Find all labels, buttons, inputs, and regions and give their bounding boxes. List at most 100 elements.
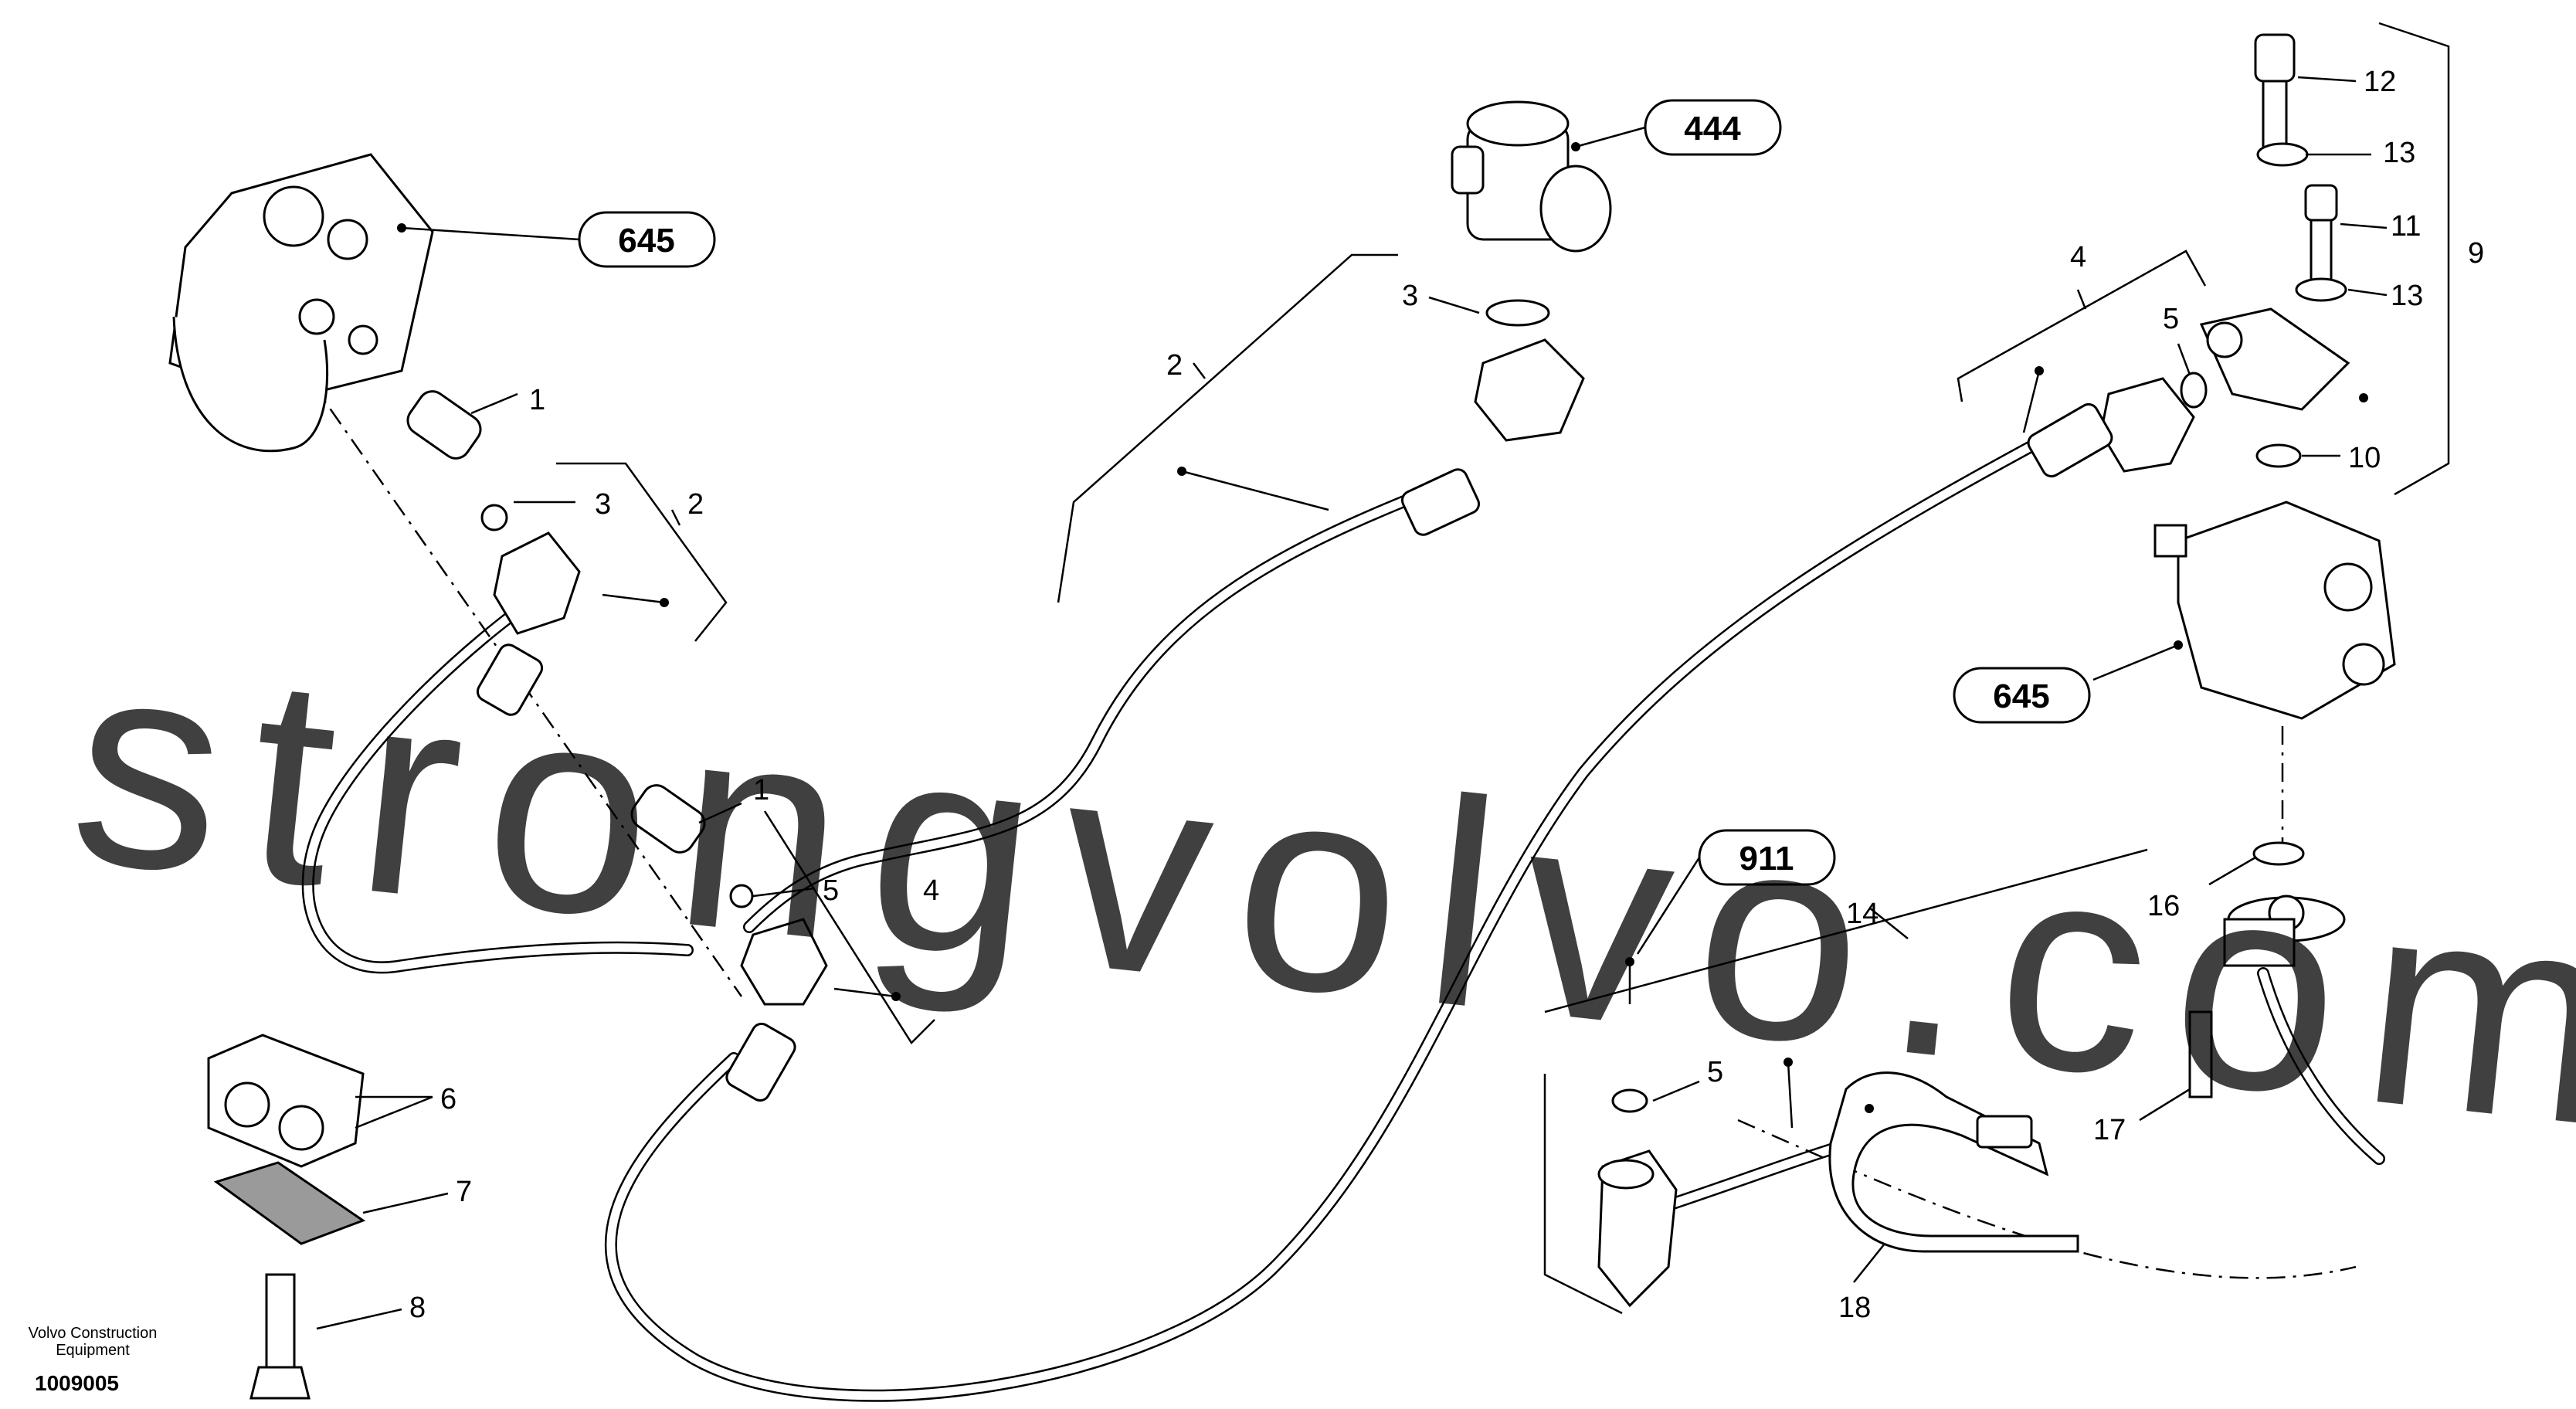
leader-17 xyxy=(2139,1088,2191,1122)
callout-2-left: 2 xyxy=(687,488,704,521)
footer-company-line2: Equipment xyxy=(56,1342,130,1359)
hose-center xyxy=(743,488,1427,933)
o-ring-top xyxy=(1485,299,1550,327)
brace-left-2 xyxy=(556,462,728,642)
callout-5-left: 5 xyxy=(823,874,839,907)
dot-hose xyxy=(1784,1058,1793,1067)
callout-17: 17 xyxy=(2093,1114,2126,1146)
leader-8 xyxy=(316,1308,402,1330)
leader-3b xyxy=(1428,296,1480,314)
bolt-11 xyxy=(2304,184,2338,283)
brace-bottom-14 xyxy=(1544,848,2148,1013)
brace-right-9 xyxy=(2378,22,2450,496)
washer-13-upper xyxy=(2256,142,2309,167)
centerline-bottom xyxy=(1737,1119,2357,1279)
bolt-12 xyxy=(2254,33,2296,160)
footer-company-line1: Volvo Construction xyxy=(29,1325,158,1342)
leader-ref-444 xyxy=(1575,126,1646,148)
o-ring-5-right xyxy=(2180,372,2208,409)
footer-drawing-number: 1009005 xyxy=(35,1371,119,1395)
leader-1a xyxy=(470,392,518,415)
leader-16 xyxy=(2208,856,2256,886)
callout-1-lower: 1 xyxy=(753,774,769,806)
dot-ref-645b xyxy=(2174,640,2183,650)
dot-14 xyxy=(1625,957,1634,966)
callout-3-top: 3 xyxy=(1402,280,1418,312)
clamp-bolt xyxy=(249,1273,311,1400)
hose-end-nut-right xyxy=(2099,377,2195,473)
hose-left xyxy=(301,589,694,974)
hose-pump-right xyxy=(2257,967,2385,1165)
leader-12 xyxy=(2297,76,2357,83)
dot-center xyxy=(1177,467,1186,476)
o-ring-lower xyxy=(729,884,754,908)
circlip-10 xyxy=(2255,443,2302,468)
leader-center-4 xyxy=(833,987,897,998)
hydraulic-pump xyxy=(2153,501,2396,720)
leader-7 xyxy=(362,1192,449,1214)
hose-sleeve-top xyxy=(1400,468,1481,536)
hose-end-nut-top xyxy=(1474,338,1585,442)
hose-end-nut-left xyxy=(493,531,581,635)
leader-center-dot xyxy=(1181,470,1329,511)
callout-5-right: 5 xyxy=(2163,303,2179,335)
callout-11: 11 xyxy=(2391,210,2421,243)
fitting-lower xyxy=(630,784,706,854)
leader-ref-645a xyxy=(401,226,580,241)
leader-2a xyxy=(670,509,681,526)
leader-5c xyxy=(1652,1080,1700,1102)
circlip-16 xyxy=(2252,841,2305,866)
callout-6: 6 xyxy=(440,1083,456,1115)
leader-11 xyxy=(2340,222,2388,229)
callout-3-left: 3 xyxy=(595,488,611,521)
dot-ref-444 xyxy=(1571,142,1580,151)
callout-4-center: 4 xyxy=(923,874,939,907)
hose-sleeve-left xyxy=(476,643,544,716)
callout-13-lower: 13 xyxy=(2391,280,2423,312)
ref-label-911: 911 xyxy=(1739,840,1794,878)
brace-center-2 xyxy=(1057,253,1398,603)
callout-1-upper: 1 xyxy=(529,384,545,416)
leader-4b xyxy=(2076,289,2087,310)
callout-18: 18 xyxy=(1838,1292,1871,1324)
leader-1b xyxy=(698,802,742,824)
leader-13b xyxy=(2347,288,2388,297)
hose-sleeve-center xyxy=(725,1022,796,1102)
leader-6 xyxy=(355,1095,433,1129)
dot-left xyxy=(660,598,669,607)
callout-7: 7 xyxy=(456,1176,472,1208)
leader-ref-645b xyxy=(2092,643,2179,681)
leader-ref-911 xyxy=(1636,857,1701,955)
callout-9: 9 xyxy=(2468,237,2484,270)
hose-clamp xyxy=(1828,1071,2079,1253)
dot-center-4 xyxy=(891,992,901,1001)
ref-bubble-645a: 645 xyxy=(578,211,716,268)
dot-right xyxy=(2035,366,2044,375)
hose-sleeve-right xyxy=(2027,402,2113,478)
ref-bubble-911: 911 xyxy=(1698,829,1836,886)
watermark-text: strongvolvo.com xyxy=(59,594,2576,1192)
hose-long xyxy=(604,411,2092,1402)
callout-12: 12 xyxy=(2364,66,2396,98)
leader-2b xyxy=(1193,362,1206,379)
callout-2-center: 2 xyxy=(1166,349,1183,382)
leader-5b xyxy=(2177,343,2191,375)
bolt-17 xyxy=(2188,1010,2213,1098)
washer-13-lower xyxy=(2295,277,2347,302)
callout-4-right: 4 xyxy=(2070,241,2086,273)
clamp-plate xyxy=(213,1161,366,1245)
ref-label-444: 444 xyxy=(1684,110,1741,148)
o-ring-upper xyxy=(480,504,508,531)
leader-hose-dot xyxy=(1787,1061,1794,1129)
elbow-fitting xyxy=(1597,1149,1678,1308)
brace-right-4 xyxy=(1957,250,2207,402)
bracket-clamp xyxy=(2199,307,2350,411)
dot-clamp xyxy=(1865,1104,1874,1113)
leader-5a xyxy=(752,887,816,898)
hose-end-nut-center xyxy=(740,918,828,1006)
ref-label-645a: 645 xyxy=(618,222,674,260)
fitting-upper xyxy=(406,390,482,460)
flange-fitting xyxy=(2223,895,2346,967)
dot-ref-645a xyxy=(397,223,406,233)
